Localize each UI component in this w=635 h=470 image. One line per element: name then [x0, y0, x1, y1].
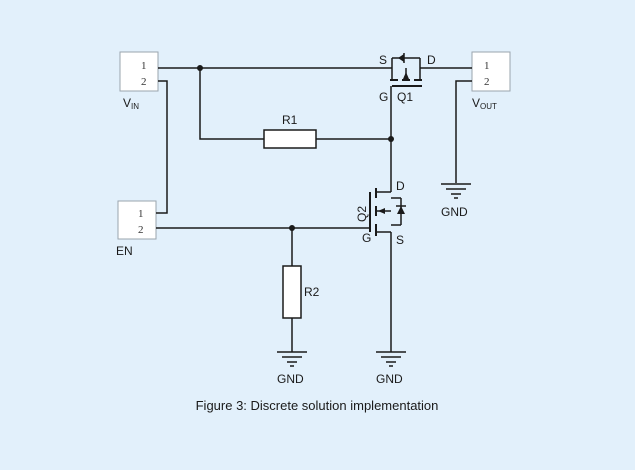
r1-resistor: R1: [263, 113, 317, 149]
q2-drain-label: D: [396, 179, 405, 193]
wires: [156, 67, 472, 352]
en-pin2-label: 2: [138, 224, 144, 236]
r2-label: R2: [304, 285, 320, 299]
q2-gate-label: G: [362, 231, 371, 245]
en-connector: 1 2 EN: [116, 200, 157, 258]
r2-resistor: R2: [282, 265, 320, 319]
ground-symbol-vout: GND: [441, 183, 471, 219]
r1-label: R1: [282, 113, 298, 127]
q2-name-label: Q2: [355, 206, 369, 222]
q1-source-label: S: [379, 53, 387, 67]
q2-source-label: S: [396, 233, 404, 247]
junction-dot: [197, 65, 203, 71]
en-pin1-label: 1: [138, 208, 144, 220]
figure-caption: Figure 3: Discrete solution implementati…: [196, 398, 439, 413]
q1-name-label: Q1: [397, 90, 413, 104]
q1-gate-label: G: [379, 90, 388, 104]
en-label: EN: [116, 244, 133, 258]
vout-pin1-label: 1: [484, 60, 490, 72]
ground-symbol-q2: GND: [376, 351, 406, 386]
ground-label: GND: [441, 205, 468, 219]
vin-label: VIN: [123, 96, 139, 111]
vout-connector: 1 2 VOUT: [471, 51, 511, 111]
junction-dot: [289, 225, 295, 231]
q1-mosfet: S D G Q1: [379, 53, 436, 104]
ground-label: GND: [376, 372, 403, 386]
vout-pin2-label: 2: [484, 76, 490, 88]
q1-drain-label: D: [427, 53, 436, 67]
vout-label: VOUT: [472, 96, 497, 111]
vin-pin1-label: 1: [141, 60, 147, 72]
vin-pin2-label: 2: [141, 76, 147, 88]
ground-label: GND: [277, 372, 304, 386]
junction-dot: [388, 136, 394, 142]
q2-mosfet: D S G Q2: [355, 179, 406, 247]
ground-symbol-r2: GND: [277, 351, 307, 386]
vin-connector: 1 2 VIN: [119, 51, 159, 111]
